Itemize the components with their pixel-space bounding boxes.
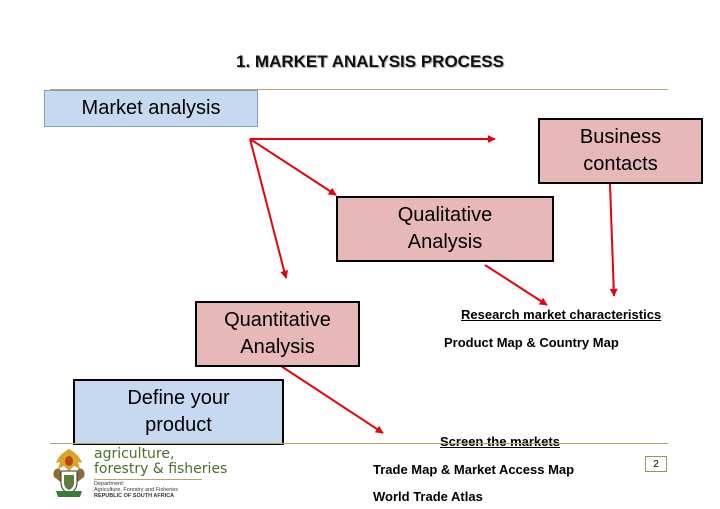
screen-tool-1: Trade Map & Market Access Map [373,462,575,477]
business-contacts-line2: contacts [583,153,658,175]
qualitative-line1: Qualitative [397,204,493,226]
logo-name-line1: agriculture, [94,446,175,462]
qualitative-line2: Analysis [407,231,483,253]
quantitative-line2: Analysis [240,336,315,358]
define-product-box: Define your product [73,379,284,445]
slide-title: 1. MARKET ANALYSIS PROCESS [236,52,504,71]
screen-tool-2: World Trade Atlas [373,489,483,504]
footer-divider [50,443,668,444]
arrow-to-quantitative [249,138,289,279]
arrow-to-qualitative [249,138,337,196]
title-divider [50,89,668,90]
logo-country: REPUBLIC OF SOUTH AFRICA [94,493,175,499]
coat-of-arms-icon [53,449,85,497]
research-tool: Product Map & Country Map [444,335,619,350]
quantitative-line1: Quantitative [224,309,331,331]
arrow-quantitative-to-screen [280,365,384,434]
define-product-line1: Define your [127,387,230,409]
logo-divider [94,479,202,480]
quantitative-analysis-box: Quantitative Analysis [195,301,360,367]
define-product-line2: product [145,414,212,436]
logo-dept-name: Agriculture, Forestry and Fisheries [94,487,179,493]
qualitative-analysis-box: Qualitative Analysis [336,196,554,262]
logo-name-line2: forestry & fisheries [94,461,228,477]
market-analysis-box: Market analysis [44,90,258,127]
arrow-qualitative-to-research [484,264,548,306]
market-analysis-label: Market analysis [81,97,221,119]
arrow-contacts-to-research [609,183,618,297]
business-contacts-box: Business contacts [538,118,703,184]
page-number: 2 [645,456,667,472]
business-contacts-line1: Business [579,126,662,148]
screen-heading: Screen the markets [440,434,560,449]
research-heading: Research market characteristics [461,307,662,322]
logo-dept-label: Department: [94,481,125,487]
